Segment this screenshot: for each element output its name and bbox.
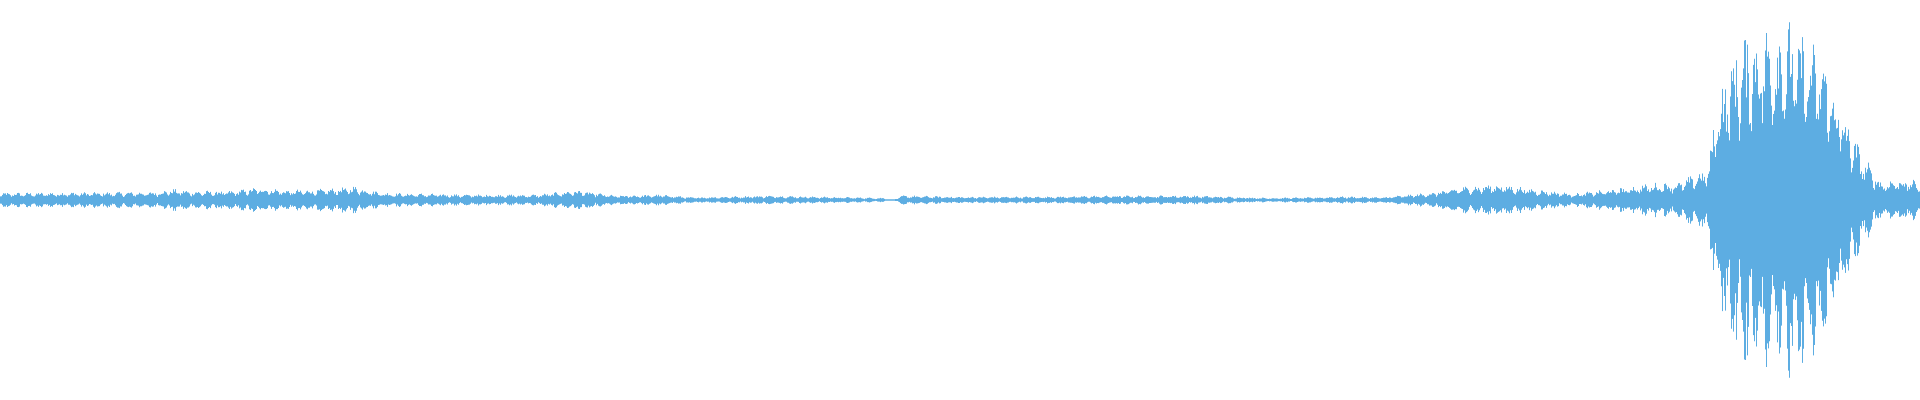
waveform-graphic	[0, 22, 1920, 378]
